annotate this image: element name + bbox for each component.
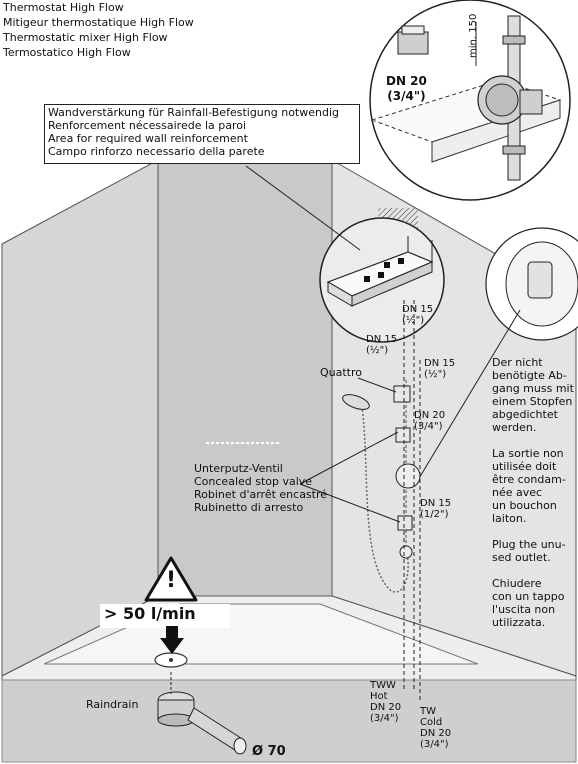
detail-dn-inch: (3/4") [387,89,426,103]
reinforcement-it: Campo rinforzo necessario della parete [48,145,265,158]
stop-valve-labels: Unterputz-Ventil Concealed stop valve Ro… [194,462,327,514]
outlet-note-line: Plug the unu- [492,538,566,551]
outlet-note-line: abgedichtet [492,408,558,421]
dn15-label-b: DN 15(½") [366,334,398,356]
reinforcement-note-box: Wandverstärkung für Rainfall-Befestigung… [44,104,360,164]
dn15-label-c: DN 15(½") [424,358,456,380]
supply-pipes [403,300,421,700]
raindrain-drawing [157,691,247,755]
title-en: Thermostatic mixer High Flow [3,31,168,44]
outlet-note-line: Der nicht [492,356,543,369]
outlet-note-line: utilisée doit [492,460,557,473]
cold-supply-line: DN 20 [420,728,452,739]
outlet-note-line: con un tappo [492,590,565,603]
flow-rate-label: > 50 l/min [104,604,196,623]
stop-valve-it: Rubinetto di arresto [194,501,304,514]
diameter-label: Ø 70 [252,744,286,759]
detail-dn-label: DN 20 (3/4") [386,74,427,104]
outlet-note-line: utilizzata. [492,616,546,629]
title-fr: Mitigeur thermostatique High Flow [3,16,194,29]
down-arrow-icon [160,626,184,654]
outlet-note-line: un bouchon [492,499,557,512]
warning-triangle-icon: ! [144,556,198,602]
hot-supply-line: TWW [370,680,396,691]
raindrain-label: Raindrain [86,698,139,711]
hot-supply-line: (3/4") [370,713,399,724]
cold-supply-line: Cold [420,717,443,728]
thermostat-handle-detail [417,227,578,481]
cold-supply-line: TW [420,706,436,717]
outlet-note-line: benötigte Ab- [492,369,567,382]
product-titles: Thermostat High Flow Mitigeur thermostat… [3,0,194,60]
title-de: Thermostat High Flow [3,1,124,14]
dn15-label-low: DN 15(1/2") [420,498,452,520]
outlet-note-line: sed outlet. [492,551,551,564]
stop-valve-en: Concealed stop valve [194,475,313,488]
dn15-label-a: DN 15(½") [402,304,434,326]
valve-detail-circle [369,0,571,201]
warning-symbol: ! [165,568,177,593]
outlet-note-line [492,434,574,447]
flow-rate-bg [100,604,230,628]
detail-dn: DN 20 [386,74,427,88]
outlet-note-line [492,564,574,577]
outlet-note-line: einem Stopfen [492,395,573,408]
hot-supply-line: DN 20 [370,702,402,713]
min-dimension-label: min. 150 [468,13,479,58]
outlet-note-line: être condam- [492,473,566,486]
stop-valve-fr: Robinet d'arrêt encastré [194,488,328,501]
outlet-note-line: La sortie non [492,447,564,460]
reinforcement-leader [245,165,361,251]
cold-supply-line: (3/4") [420,739,449,750]
floor-slab [1,679,577,763]
shower-set [342,380,421,593]
dn20-label-mid: DN 20(3/4") [414,410,446,432]
outlet-note-line: l'uscita non [492,603,556,616]
outlet-note-line [492,525,574,538]
outlet-note-line: gang muss mit [492,382,574,395]
outlet-note-line: Chiudere [492,577,542,590]
outlet-note-line: née avec [492,486,543,499]
reinforcement-en: Area for required wall reinforcement [48,132,248,145]
title-it: Termostatico High Flow [3,46,131,59]
outlet-note-line: werden. [492,421,537,434]
outlet-note-line: laiton. [492,512,527,525]
rainfall-detail-callout [319,217,445,343]
hot-supply-line: Hot [370,691,388,702]
stop-valve-de: Unterputz-Ventil [194,462,283,475]
reinforcement-fr: Renforcement nécessairede la paroi [48,119,247,132]
quattro-label: Quattro [320,366,363,379]
reinforcement-de: Wandverstärkung für Rainfall-Befestigung… [48,106,339,119]
